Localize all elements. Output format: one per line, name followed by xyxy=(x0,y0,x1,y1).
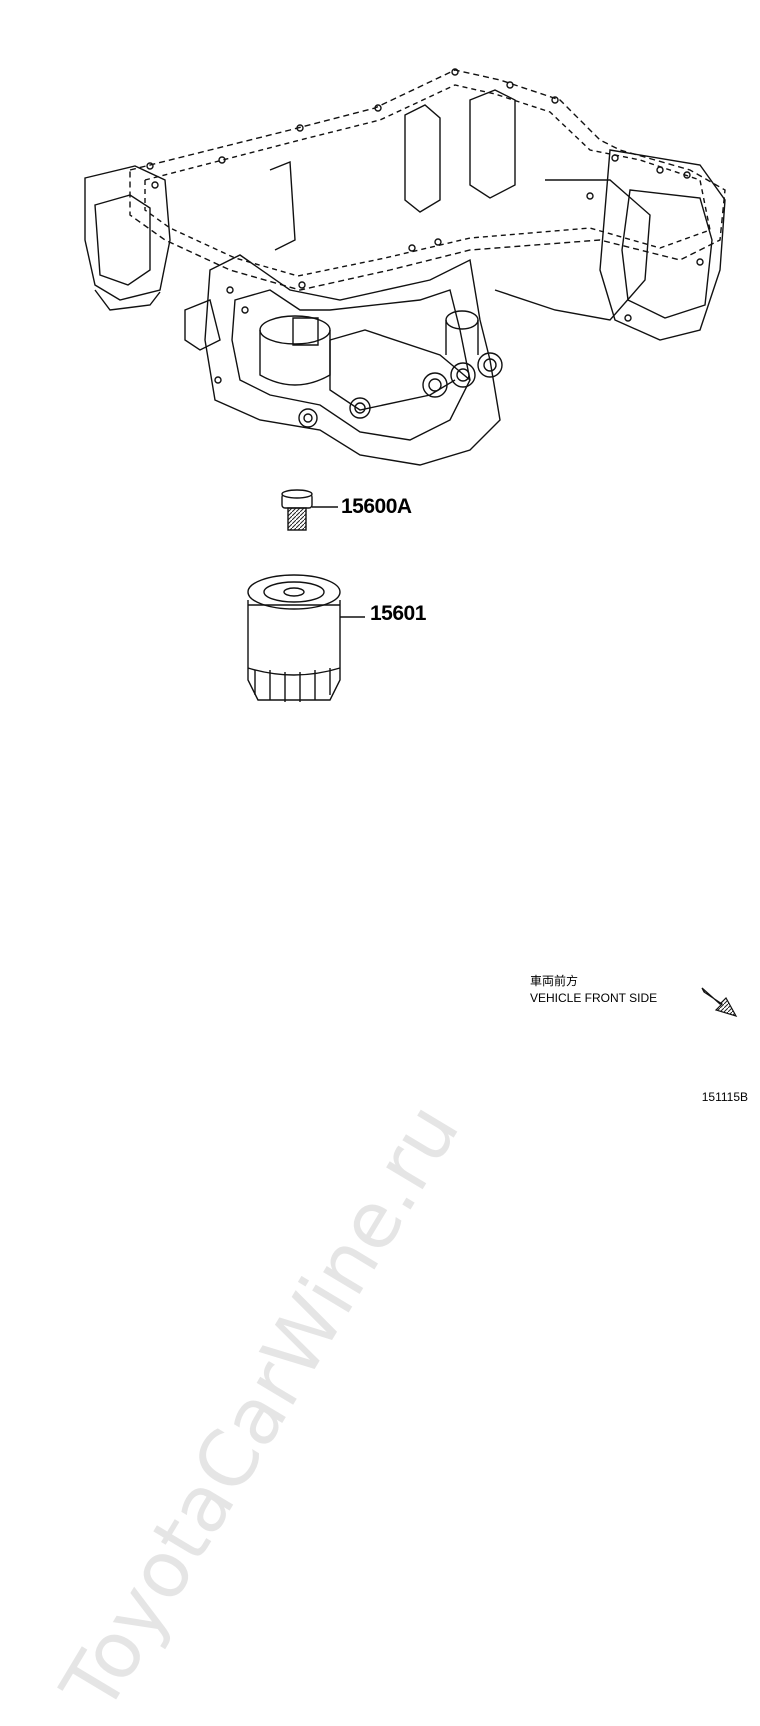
watermark-text: ToyotaCarWine.ru xyxy=(45,1088,478,1726)
drain-plug-drawing xyxy=(281,489,338,531)
oil-filter-drawing xyxy=(247,574,365,702)
oil-filter-part-number: 15601 xyxy=(370,602,426,625)
direction-note-japanese: 車両前方 xyxy=(530,974,579,988)
drain-plug-part-number: 15600A xyxy=(341,495,412,518)
illustration-id: 151115B xyxy=(701,1090,748,1104)
front-direction-arrow-icon xyxy=(701,987,738,1017)
oil-pan-drawing xyxy=(84,68,726,466)
parts-diagram xyxy=(84,68,738,1017)
direction-note-english: VEHICLE FRONT SIDE xyxy=(530,991,658,1005)
